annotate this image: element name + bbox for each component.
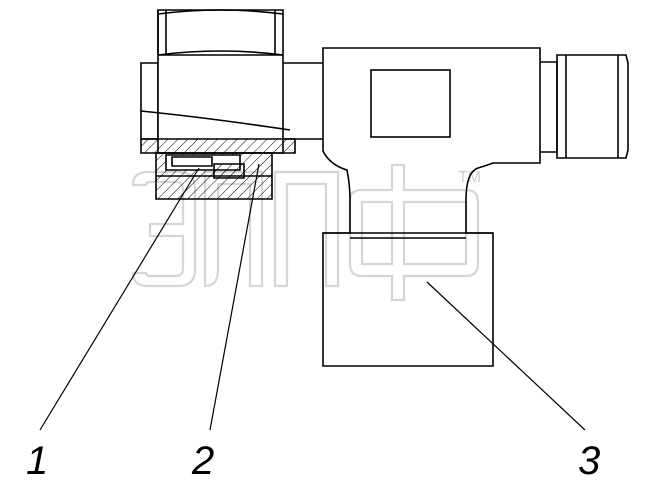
leader-lines — [39, 163, 586, 431]
callout-number-3: 3 — [578, 439, 600, 483]
callout-number-1: 1 — [26, 439, 48, 483]
tee-body — [322, 47, 629, 367]
leader-line-1 — [39, 167, 200, 431]
callout-number-2: 2 — [191, 439, 214, 483]
leader-line-3 — [426, 281, 586, 431]
nut-section — [140, 138, 296, 200]
union-nut — [140, 9, 323, 154]
leader-line-2 — [209, 163, 260, 431]
